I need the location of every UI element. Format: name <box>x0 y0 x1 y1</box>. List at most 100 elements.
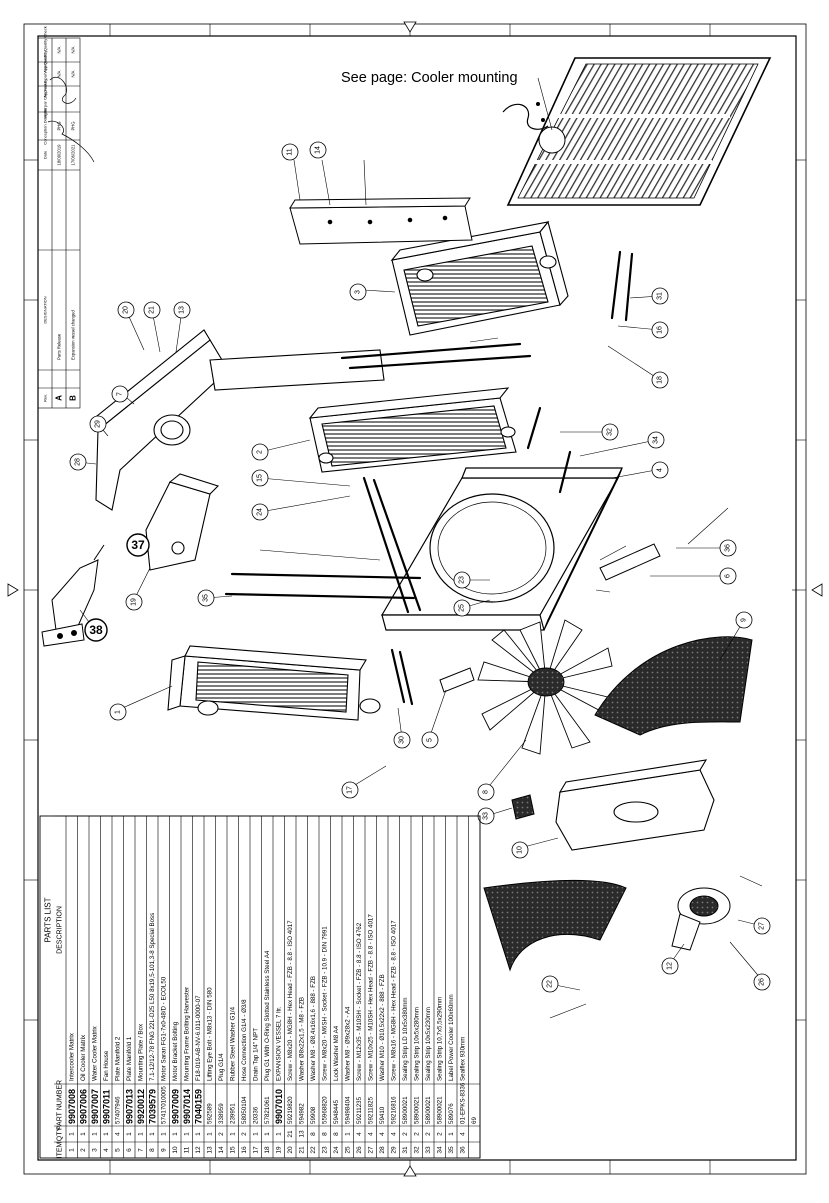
table-cell: 4 <box>103 1148 110 1152</box>
table-cell: Sealing Strip 10,7x5,5x290mm <box>436 997 443 1081</box>
table-cell: Washer M10 - Ø10,5x22x2 - 888 - FZB <box>379 974 386 1081</box>
table-cell: 11 <box>183 1146 190 1153</box>
item-balloon-label: 38 <box>89 623 103 637</box>
revision-cell: N/A <box>71 70 76 77</box>
item-balloon: 37 <box>126 533 150 557</box>
item-balloon: 38 <box>84 618 108 642</box>
revision-cell: A <box>55 395 64 401</box>
item-balloon-label: 13 <box>179 306 186 314</box>
table-cell: Plug G1/4 <box>218 1053 225 1081</box>
item-balloon-label: 15 <box>257 474 264 482</box>
table-cell: 23 <box>321 1146 328 1154</box>
table-cell: 1 <box>137 1132 144 1136</box>
revision-cell: B <box>69 395 78 401</box>
revision-header: DESIGNATION <box>43 296 48 323</box>
part-intercooler-matrix <box>167 645 381 721</box>
item-balloon-label: 33 <box>483 812 490 820</box>
item-balloon-label: 17 <box>347 786 354 794</box>
table-cell: Washer M8 - Ø8,4x16x1,6 - 888 - FZB <box>310 976 317 1081</box>
table-cell: Motor Bracket Bolting <box>172 1021 179 1081</box>
table-cell: Plug G1 With O-Ring Slotted Stainless St… <box>264 950 271 1081</box>
table-cell: 1 <box>103 1132 110 1136</box>
item-balloon-label: 29 <box>95 420 102 428</box>
item-balloon: 15 <box>251 469 269 487</box>
table-cell: Label Power Cooler 100x60mm <box>448 994 455 1081</box>
item-balloon: 30 <box>393 731 411 749</box>
table-cell: Screw - M8x20 - M6SH - Socket - FZB - 10… <box>321 926 328 1081</box>
table-cell: 1 <box>68 1148 75 1152</box>
table-cell: 589076 <box>448 1103 455 1124</box>
table-cell: 35 <box>448 1146 455 1154</box>
table-cell: 2 <box>402 1132 409 1136</box>
part-water-cooler-matrix <box>390 220 569 336</box>
item-balloon-label: 19 <box>131 598 138 606</box>
item-balloon: 27 <box>753 917 771 935</box>
item-balloon-label: 30 <box>399 736 406 744</box>
item-balloon: 1 <box>109 703 127 721</box>
table-cell: 22 <box>310 1146 317 1154</box>
table-cell: 1 <box>80 1132 87 1136</box>
table-cell: Sealflex 930mm <box>459 1037 466 1081</box>
table-cell: 34 <box>436 1146 443 1154</box>
item-balloon-label: 11 <box>287 148 294 155</box>
table-cell: 14 <box>218 1146 225 1154</box>
table-cell: 9907013 <box>124 1089 134 1124</box>
table-cell: 59216816 <box>390 1096 397 1124</box>
item-balloon: 18 <box>651 371 669 389</box>
item-balloon-label: 37 <box>131 538 145 552</box>
table-cell: Screw - M12x35 - M10SH - Socket - FZB - … <box>356 922 363 1081</box>
revision-header: Date <box>43 150 48 159</box>
item-balloon: 17 <box>341 781 359 799</box>
table-cell: 4 <box>356 1132 363 1136</box>
table-cell: Plate Manifold 1 <box>126 1036 133 1081</box>
part-oil-cooler-matrix <box>308 387 517 473</box>
table-cell: Washer M8 - Ø9x28x2 - A4 <box>344 1006 351 1081</box>
table-cell: 13 <box>298 1130 305 1138</box>
table-cell: 7.1-12/12-78 FNG 22L-D25 L50 8x19,5-101,… <box>149 913 156 1081</box>
item-balloon-label: 31 <box>657 292 664 300</box>
table-cell: 20 <box>287 1146 294 1154</box>
table-cell: 1 <box>68 1132 75 1136</box>
item-balloon: 24 <box>251 503 269 521</box>
table-cell: 1 <box>252 1132 259 1136</box>
item-balloon: 12 <box>661 957 679 975</box>
table-cell: 57417010005 <box>160 1086 167 1124</box>
item-balloon: 11 <box>281 143 299 161</box>
table-cell: 1 <box>126 1132 133 1136</box>
part-motor <box>671 887 731 951</box>
item-balloon: 33 <box>477 807 495 825</box>
revision-header: Conception Designer <box>43 107 48 145</box>
part-fan-house <box>380 467 623 631</box>
table-cell: Screw - M8x16 - MG8H - Hex Head - FZB - … <box>390 920 397 1081</box>
item-balloon: 21 <box>143 301 161 319</box>
table-cell: 8 <box>310 1132 317 1136</box>
table-cell: 59219820 <box>287 1096 294 1124</box>
item-balloon-label: 7 <box>117 392 124 396</box>
table-cell: 58900021 <box>436 1096 443 1124</box>
parts-list-header: PART NUMBER <box>57 1080 64 1130</box>
revision-cell: Parts Release <box>57 333 62 360</box>
table-cell: 2 <box>425 1132 432 1136</box>
item-balloon: 8 <box>477 783 495 801</box>
part-fan-guard-right <box>594 636 753 736</box>
cooler-mounting-mesh <box>502 57 772 206</box>
item-balloon-label: 12 <box>667 962 674 970</box>
table-cell: 1 <box>275 1132 282 1136</box>
table-cell: Plate Manifold 2 <box>114 1036 121 1081</box>
item-balloon-label: 32 <box>607 428 614 436</box>
